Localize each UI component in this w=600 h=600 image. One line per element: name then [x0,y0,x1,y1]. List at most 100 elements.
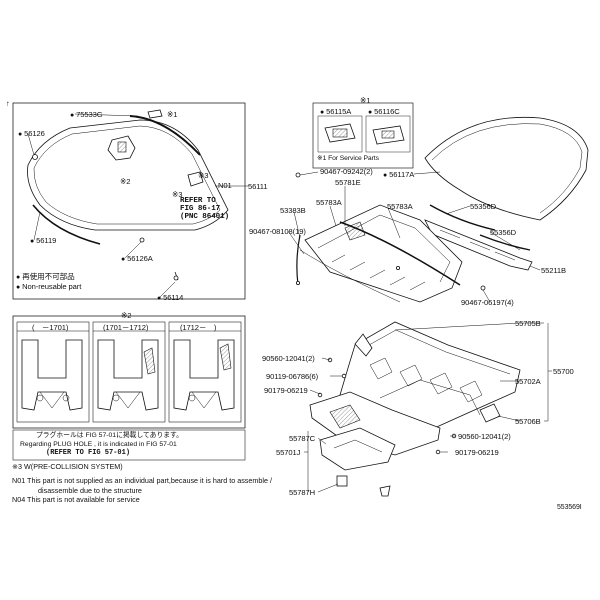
label-56115A: 56115A [320,107,351,117]
label-55783A-a: 55783A [316,198,342,207]
service-mark: ※1 [360,96,371,105]
hood-panel [424,116,589,221]
clip-55787H [336,475,348,487]
leader-90560-a [321,357,331,361]
label-55787C: 55787C [289,434,316,443]
label-55700: 55700 [553,367,574,376]
legend-en: Non-reusable part [16,282,81,292]
label-refer-2: FIG 86-17 [180,205,221,213]
leader-90179-a [309,389,321,395]
label-90119-06786: 90119-06786(6) [266,372,319,381]
label-55356D: 55356D [470,202,497,211]
label-refer-3: (PNC 86401) [180,213,230,221]
clip-56126 [32,154,38,160]
label-55706B: 55706B [515,417,541,426]
service-box-frame [312,102,414,169]
leader-55787H [317,483,339,493]
leader-90467-06197 [482,289,491,303]
label-90179-06219-b: 90179-06219 [455,448,499,457]
plug-note-en: Regarding PLUG HOLE , it is indicated in… [20,441,177,448]
label-90560-12041-b: 90560-12041(2) [458,432,511,441]
label-90467-09242: 90467-09242(2) [320,167,373,176]
label-56116C: 56116C [368,107,400,117]
bracket-55705B [354,333,373,357]
label-56117A: 56117A [383,170,414,180]
seal-55356D-b [479,234,531,251]
leader-56117A [413,171,441,175]
service-note: ※1 For Service Parts [317,155,379,162]
cowl-louver-55781E [304,204,463,303]
label-mark-1: ※1 [167,110,178,119]
clip-top [147,109,163,119]
plug-sketch-3 [173,339,235,411]
plug-note-ref: (REFER TO FIG 57-01) [46,449,131,457]
label-55356D-b: 55356D [490,228,517,237]
leader-55356D [445,205,471,215]
plug-mark: ※2 [121,311,132,320]
plug-sketch-2 [97,339,159,411]
diagram-id: 553569I [557,504,582,511]
sensor-bracket [187,171,204,187]
footnote-n01-1: N01 This part is not supplied as an indi… [12,476,272,485]
footnote-n04: N04 This part is not available for servi… [12,495,140,504]
windshield-inner-outline [33,125,221,225]
screw-small [295,280,300,285]
cowl-vents [439,229,516,261]
label-90179-06219-a: 90179-06219 [264,386,308,395]
cowl-panel-detail [329,404,361,429]
plug-period-3: (1712－ ) [180,323,217,332]
hood-inner [431,123,583,214]
label-mark-2: ※2 [120,177,131,186]
plug-cell-1 [16,321,90,423]
leader-55705B-b [394,322,521,331]
brace-ridge [333,439,383,453]
leader-55356D-b [489,231,521,251]
screw-90467-09242 [295,172,301,178]
clip-56114 [173,275,179,281]
label-55781E: 55781E [335,178,361,187]
dash-panel-edge [359,329,511,375]
clip-56126A [139,237,145,243]
leader-55706B [497,415,521,422]
part-56115A-hatch [332,128,348,138]
label-n01: N01 [218,181,232,190]
legend-jp: 再使用不可部品 [16,272,75,282]
part-56116C-hatch [381,130,395,139]
leader-55783A-b [387,207,401,239]
bracket-detail [117,141,127,153]
plug-cell-2 [92,321,166,423]
label-90560-12041-a: 90560-12041(2) [262,354,315,363]
leader-53383B [293,211,301,239]
label-53383B: 53383B [280,206,306,215]
screw-small-b [395,265,400,270]
label-56111: 56111 [248,182,268,191]
top-molding-75533G [129,115,201,156]
label-55701J: 55701J [276,448,301,457]
leader-90467-09242 [299,171,319,176]
wire-53383B [299,249,401,303]
bolt-90119 [341,373,347,379]
dash-panel-holes [369,357,483,403]
label-55783A-b: 55783A [387,202,413,211]
bracket-55706B [479,403,501,423]
plug-cell-3 [168,321,242,423]
side-molding-56119 [32,204,101,245]
label-56119: 56119 [30,236,56,246]
dash-panel-ridge [379,379,481,416]
label-56126: 56126 [18,129,45,139]
louver-slats [331,254,426,291]
plug-note-jp: プラグホールは FIG 57-01に掲載してあります。 [36,432,183,439]
label-55787H: 55787H [289,488,316,497]
plug-hole-box [12,315,246,429]
windshield-frame [12,102,246,300]
seal-55356D [429,204,496,231]
label-refer-1: REFER TO [180,197,216,205]
hose-53383B [296,234,301,286]
leader-90467-08108 [287,230,305,255]
label-55705B: 55705B [515,319,541,328]
label-75533G: 75533G [70,110,103,120]
plug-period-2: (1701－1712) [103,323,149,332]
brace-55787C [319,427,396,471]
